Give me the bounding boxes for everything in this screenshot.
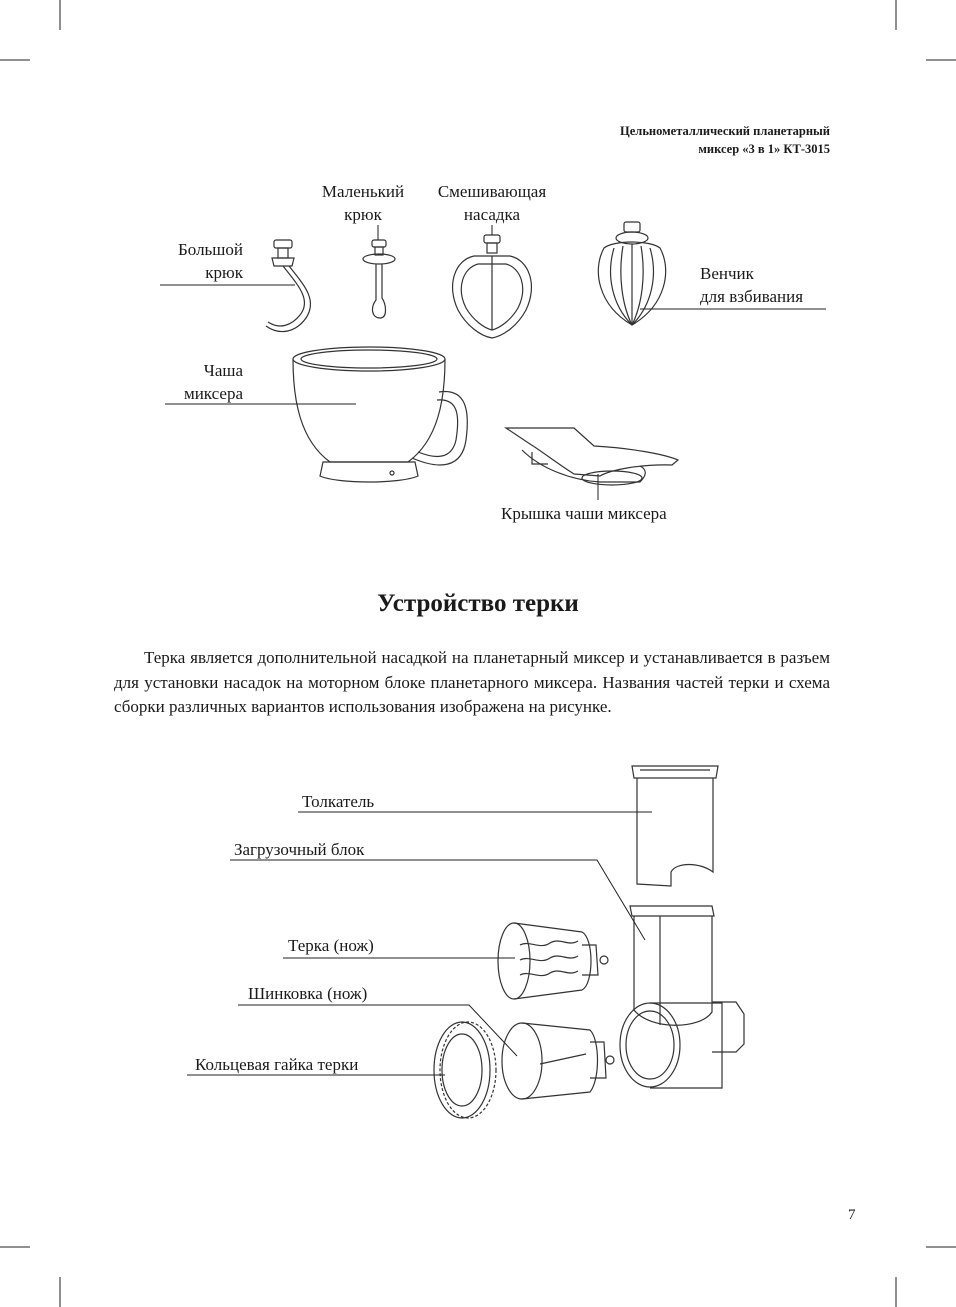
label-big-hook-line2: крюк [140, 261, 243, 284]
label-bowl-line2: миксера [150, 382, 243, 405]
big-hook-illustration [266, 240, 311, 332]
label-bowl-lid: Крышка чаши миксера [501, 502, 667, 525]
label-loading-block: Загрузочный блок [234, 838, 364, 861]
label-mixing-line1: Смешивающая [425, 180, 559, 203]
grater-drum-illustration [498, 923, 608, 999]
section-paragraph: Терка является дополнительной насадкой н… [114, 646, 830, 720]
label-whisk-line1: Венчик [700, 262, 803, 285]
document-header: Цельнометаллический планетарный миксер «… [620, 122, 830, 158]
pusher-illustration [632, 766, 718, 886]
label-big-hook-line1: Большой [140, 238, 243, 261]
bowl-lid-illustration [506, 428, 678, 485]
label-small-hook: Маленький крюк [308, 180, 418, 226]
whisk-illustration [598, 222, 665, 325]
paragraph-text: Терка является дополнительной насадкой н… [114, 646, 830, 720]
loading-block-illustration [620, 906, 744, 1088]
label-mixing-attachment: Смешивающая насадка [425, 180, 559, 226]
label-bowl-line1: Чаша [150, 359, 243, 382]
label-big-hook: Большой крюк [140, 238, 243, 284]
label-ring-nut: Кольцевая гайка терки [195, 1053, 358, 1076]
label-small-hook-line1: Маленький [308, 180, 418, 203]
label-bowl: Чаша миксера [150, 359, 243, 405]
label-whisk-line2: для взбивания [700, 285, 803, 308]
shredder-cone-illustration [502, 1023, 614, 1099]
label-whisk: Венчик для взбивания [700, 262, 803, 308]
label-grater-knife: Терка (нож) [288, 934, 374, 957]
mixing-beater-illustration [453, 235, 532, 338]
label-small-hook-line2: крюк [308, 203, 418, 226]
label-mixing-line2: насадка [425, 203, 559, 226]
mixer-bowl-illustration [293, 347, 467, 482]
label-pusher: Толкатель [302, 790, 374, 813]
page-number: 7 [848, 1207, 856, 1224]
label-shredder-knife: Шинковка (нож) [248, 982, 367, 1005]
small-hook-illustration [363, 240, 395, 318]
ring-nut-illustration [434, 1022, 496, 1118]
header-line-2: миксер «3 в 1» КТ-3015 [620, 140, 830, 158]
header-line-1: Цельнометаллический планетарный [620, 122, 830, 140]
section-title: Устройство терки [0, 590, 956, 618]
